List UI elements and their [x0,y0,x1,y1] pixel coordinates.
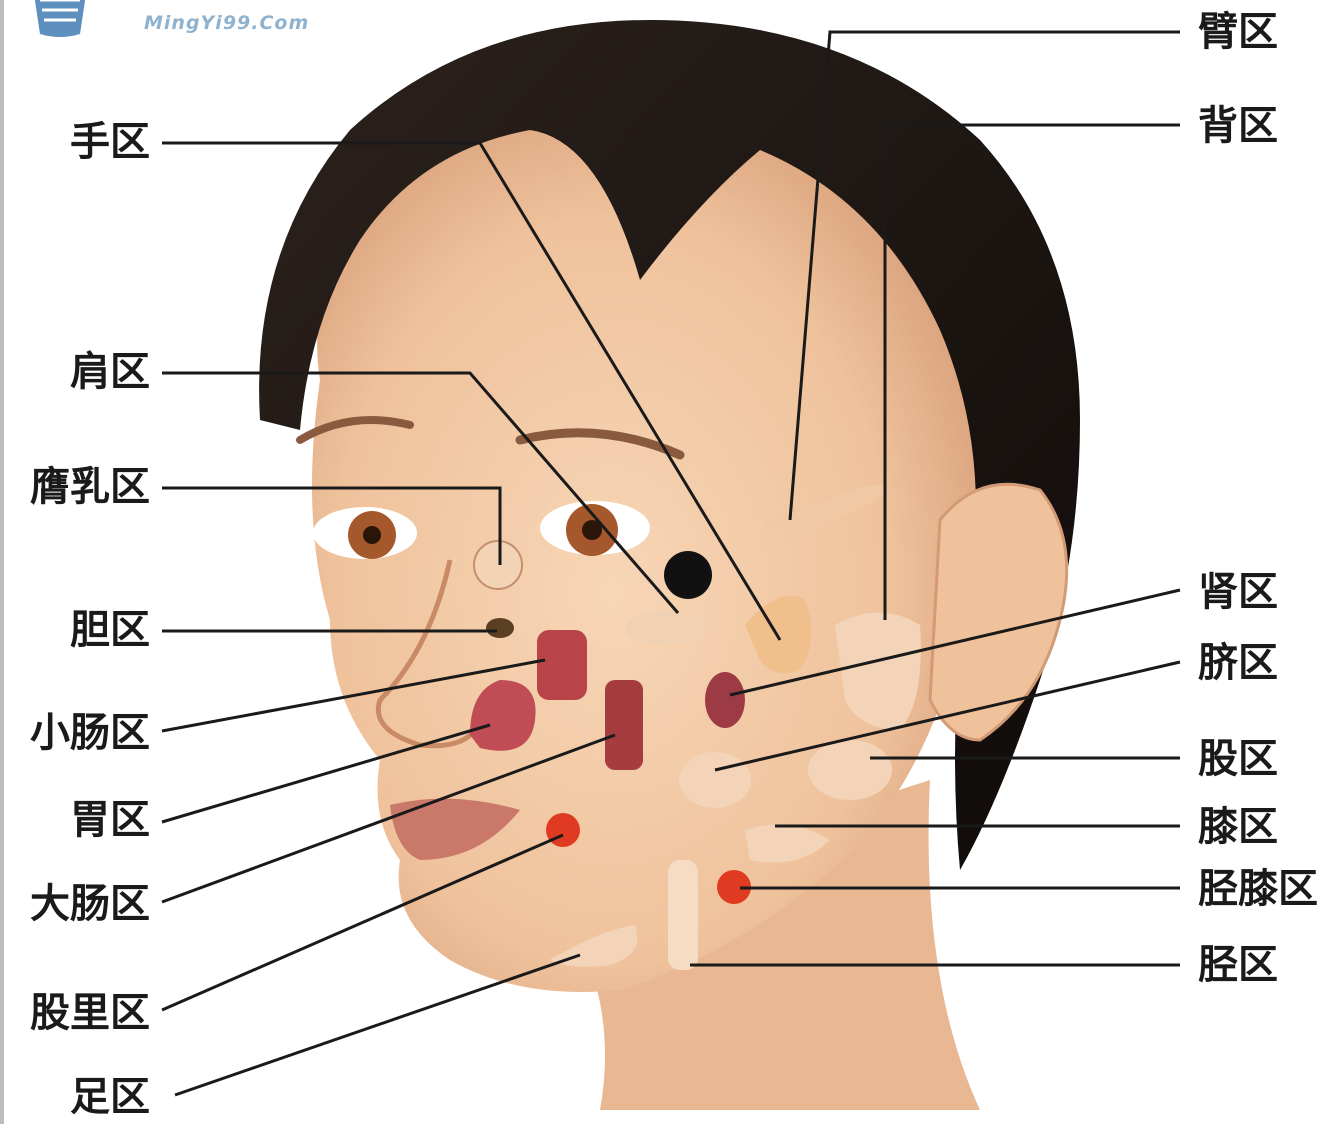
ear [930,484,1067,740]
label-foot: 足区 [0,1077,150,1117]
label-breast: 膺乳区 [0,467,150,507]
label-navel: 脐区 [1198,643,1278,683]
label-thigh: 股区 [1198,739,1278,779]
shoulder-shape [625,612,705,644]
label-small-intestine: 小肠区 [0,713,150,753]
leader-foot [175,955,580,1095]
label-inner-thigh: 股里区 [0,993,150,1033]
kidney-shape [705,672,745,728]
label-kidney: 肾区 [1198,572,1278,612]
gallbladder-shape [486,618,514,638]
label-hand: 手区 [0,122,150,162]
label-shoulder: 肩区 [0,352,150,392]
large-intestine-shape [605,680,643,770]
label-knee: 膝区 [1198,807,1278,847]
head-silhouette [664,551,712,599]
breast-shape [474,541,522,589]
label-shin: 胫区 [1198,945,1278,985]
label-shin-knee: 胫膝区 [1198,869,1318,909]
label-arm: 臂区 [1198,12,1278,52]
label-stomach: 胃区 [0,800,150,840]
small-intestine-shape [537,630,587,700]
label-back: 背区 [1198,106,1278,146]
navel-shape [679,752,751,808]
thigh-shape [808,740,892,800]
inner-thigh-dot [546,813,580,847]
shin-shape [668,860,698,970]
label-gallbladder: 胆区 [0,610,150,650]
label-large-intestine: 大肠区 [0,884,150,924]
